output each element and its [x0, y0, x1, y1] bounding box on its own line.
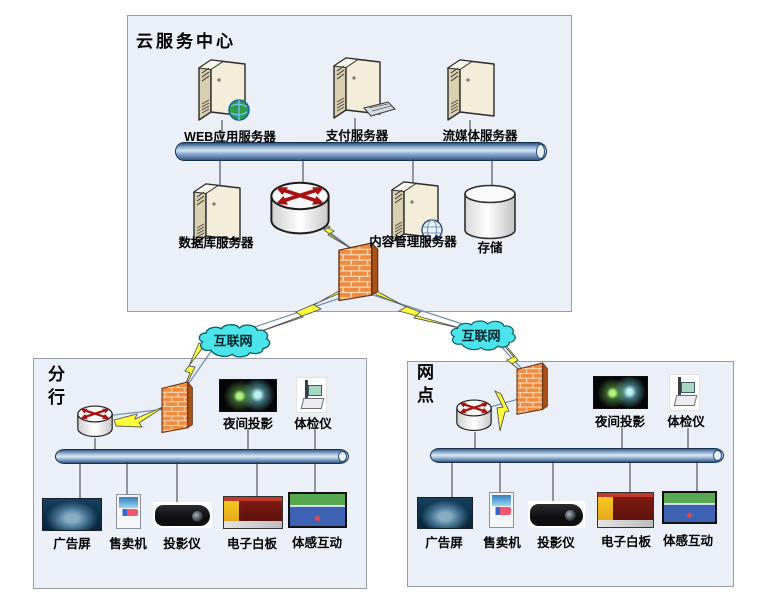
motion-interactive-image-outlet — [662, 491, 717, 524]
night-projection-image-outlet — [593, 376, 648, 409]
whiteboard-label-outlet: 电子白板 — [600, 535, 652, 549]
content-server-label: 内容管理服务器 — [369, 235, 457, 249]
branch-bus — [55, 449, 349, 464]
storage-label: 存储 — [477, 241, 503, 255]
night-projection-label-branch: 夜间投影 — [222, 417, 274, 431]
ad-screen-label-branch: 广告屏 — [53, 537, 91, 551]
cloud-center-title: 云服务中心 — [136, 32, 236, 51]
database-server-label: 数据库服务器 — [178, 236, 254, 250]
projector-image-outlet — [528, 501, 585, 528]
whiteboard-image-branch — [223, 496, 283, 529]
health-checker-image-branch — [296, 377, 327, 413]
health-checker-image-outlet — [669, 374, 700, 411]
whiteboard-image-outlet — [597, 492, 654, 528]
outlet-title: 网点 — [414, 363, 433, 409]
projector-label-branch: 投影仪 — [163, 537, 201, 551]
motion-interactive-image-branch — [288, 492, 347, 528]
internet-label-right: 互联网 — [461, 328, 501, 344]
projector-label-outlet: 投影仪 — [537, 536, 575, 550]
motion-interactive-label-branch: 体感互动 — [291, 536, 343, 550]
night-projection-image-branch — [219, 379, 277, 412]
ad-screen-label-outlet: 广告屏 — [425, 536, 463, 550]
whiteboard-label-branch: 电子白板 — [226, 537, 278, 551]
vending-machine-label-branch: 售卖机 — [109, 537, 147, 551]
vending-machine-image-branch — [116, 494, 141, 529]
internet-label-left: 互联网 — [213, 333, 253, 349]
branch-title: 分行 — [45, 365, 64, 411]
ad-screen-image-outlet — [417, 497, 473, 529]
payment-server-label: 支付服务器 — [325, 129, 389, 143]
streaming-server-label: 流媒体服务器 — [442, 129, 518, 143]
cloud-center-box — [127, 15, 572, 312]
health-checker-label-outlet: 体检仪 — [667, 415, 705, 429]
night-projection-label-outlet: 夜间投影 — [594, 415, 646, 429]
vending-machine-image-outlet — [489, 492, 514, 528]
outlet-bus — [430, 448, 724, 463]
projector-image-branch — [153, 502, 212, 528]
vending-machine-label-outlet: 售卖机 — [483, 536, 521, 550]
ad-screen-image-branch — [42, 498, 102, 531]
health-checker-label-branch: 体检仪 — [294, 417, 332, 431]
web-app-server-label: WEB应用服务器 — [184, 130, 276, 144]
motion-interactive-label-outlet: 体感互动 — [662, 534, 714, 548]
